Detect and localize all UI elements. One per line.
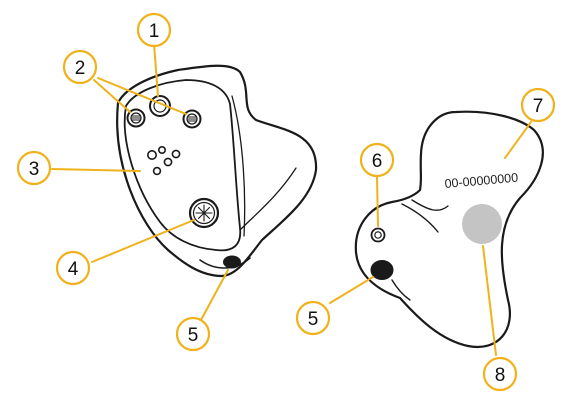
leader-2b [97, 77, 187, 115]
callout-1: 1 [136, 12, 172, 48]
vent-hole-1 [147, 150, 158, 161]
leader-7 [504, 121, 532, 159]
left-shell-outline [116, 64, 318, 278]
microphone-right [182, 109, 202, 129]
callout-badges: 1 2 3 4 5 5 6 7 [16, 12, 556, 392]
leader-6 [376, 176, 379, 227]
leader-2a [93, 79, 131, 113]
leader-8 [482, 245, 497, 356]
right-canal-curve [391, 279, 411, 301]
callout-3-label: 3 [29, 159, 40, 180]
callout-3: 3 [16, 150, 52, 186]
microphone-left [126, 108, 146, 128]
microphone-right-inner [186, 113, 198, 125]
callout-5-left-label: 5 [188, 325, 199, 346]
callout-4: 4 [55, 250, 91, 286]
leader-3 [51, 168, 141, 172]
canal-vent [370, 227, 386, 243]
left-hearing-aid [116, 64, 318, 278]
battery-door-pins [195, 204, 213, 222]
battery-door-ring [192, 201, 216, 225]
callout-8-label: 8 [495, 365, 506, 386]
vent-hole-5 [152, 166, 162, 176]
canal-vent-inner [374, 231, 382, 239]
callout-5-right: 5 [295, 300, 331, 336]
vent-hole-3 [158, 146, 167, 155]
leader-5b [329, 276, 374, 304]
callout-7: 7 [520, 87, 556, 123]
microphone-right-grid [187, 116, 197, 122]
leader-1 [153, 43, 159, 97]
callout-2: 2 [62, 49, 98, 85]
battery-door [188, 197, 220, 229]
push-button [149, 95, 171, 117]
left-faceplate-outline [123, 79, 242, 252]
callout-2-label: 2 [75, 58, 86, 79]
right-shell-outline [354, 110, 544, 349]
left-lower-edge [199, 257, 251, 269]
vent-hole-4 [171, 149, 181, 159]
leader-lines [51, 43, 532, 356]
left-groove-line-2 [239, 167, 297, 231]
callout-6: 6 [359, 142, 395, 178]
callout-8: 8 [482, 356, 518, 392]
callout-5-left: 5 [175, 316, 211, 352]
vent-hole-2 [163, 157, 173, 167]
leader-5a [200, 269, 229, 321]
right-ridge-line [401, 203, 439, 233]
left-groove-line [231, 95, 246, 237]
callout-5-right-label: 5 [308, 309, 319, 330]
callout-4-label: 4 [68, 259, 79, 280]
callout-6-label: 6 [372, 151, 383, 172]
receiver-left [223, 255, 241, 269]
receiver-right [370, 260, 394, 280]
right-ridge-line-2 [411, 199, 449, 211]
microphone-left-inner [130, 112, 142, 124]
microphone-left-grid [131, 115, 141, 121]
shell-pad [462, 204, 502, 244]
callout-1-label: 1 [149, 21, 160, 42]
right-hearing-aid [354, 110, 544, 349]
callout-7-label: 7 [533, 96, 544, 117]
leader-4 [91, 219, 195, 263]
serial-number: 00-00000000 [444, 171, 519, 191]
